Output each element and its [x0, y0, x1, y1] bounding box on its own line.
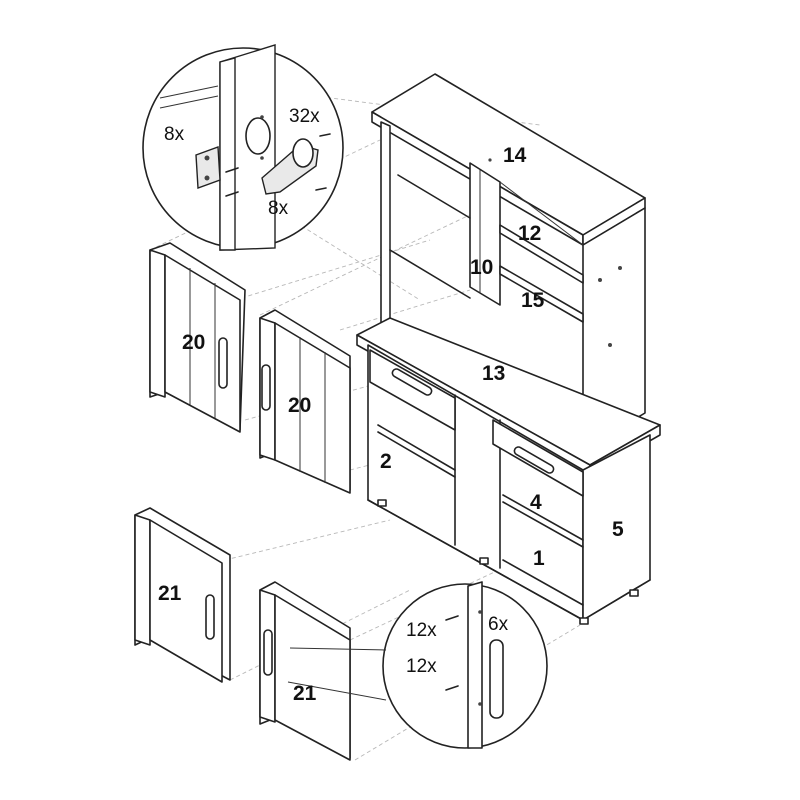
part-label-5: 5: [612, 518, 624, 541]
handle-qty: 6x: [488, 614, 509, 635]
part-label-1: 1: [533, 547, 545, 570]
handle-screw-qty-lower: 12x: [406, 656, 437, 677]
part-label-20-left: 20: [182, 331, 205, 354]
mounting-plate-icon: [195, 146, 221, 189]
hinge-screw-qty-top: 32x: [289, 106, 320, 127]
part-label-14: 14: [503, 144, 527, 167]
part-label-20-right: 20: [288, 394, 311, 417]
part-label-12: 12: [518, 222, 541, 245]
hinge-screw-qty-left: 8x: [164, 124, 185, 145]
base-cabinet: [356, 317, 661, 625]
part-label-21-right: 21: [293, 682, 317, 705]
divider-panel-10: [469, 162, 501, 306]
part-label-13: 13: [482, 362, 505, 385]
door-handle: [205, 594, 215, 640]
hutch-cabinet: [371, 73, 646, 451]
shelf-15: [499, 265, 584, 323]
part-label-2: 2: [380, 450, 392, 473]
door-handle: [261, 364, 271, 411]
door-handle: [218, 337, 228, 389]
lower-door-left-21: [134, 507, 231, 683]
screw-icon: [225, 115, 331, 197]
hinge-detail-callout: 8x 32x 8x: [142, 44, 344, 251]
upper-door-left-20: [149, 242, 246, 433]
lower-door-right-21: [259, 581, 351, 761]
hinge-cup-hole: [245, 117, 271, 155]
part-label-10: 10: [470, 256, 493, 279]
door-handle: [263, 629, 273, 676]
drawer-handle: [391, 368, 433, 396]
left-drawer: [369, 349, 456, 431]
handle-detail-circle: [382, 583, 548, 749]
handle-detail-callout: 12x 12x 6x: [287, 581, 548, 749]
screw-icon: [445, 610, 482, 706]
part-label-15: 15: [521, 289, 545, 312]
upper-door-right-20: [259, 309, 351, 494]
drawer-handle: [513, 446, 555, 474]
handle-screw-qty-upper: 12x: [406, 620, 437, 641]
handle-icon: [489, 639, 504, 719]
part-labels: 14 12 10 15 13 2 4 1 5 20 20 21 21: [158, 144, 624, 705]
shelf-12: [499, 224, 584, 284]
part-label-4: 4: [530, 491, 542, 514]
hutch-right-side: [582, 207, 646, 451]
hinge-qty: 8x: [268, 198, 289, 219]
hutch-left-side: [380, 121, 391, 331]
part-label-21-left: 21: [158, 582, 182, 605]
